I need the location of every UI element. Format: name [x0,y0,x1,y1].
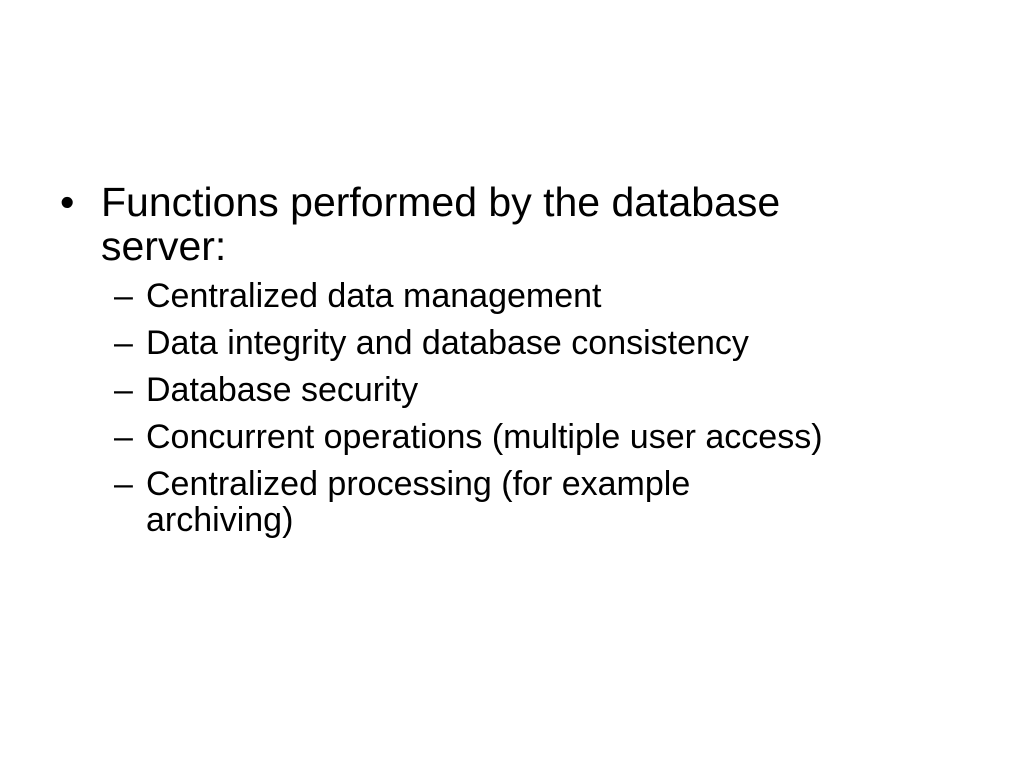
sub-bullet-data-integrity: – Data integrity and database consistenc… [114,325,960,361]
sub-bullet-text: Centralized data management [146,277,602,315]
sub-bullet-text: Data integrity and database consistency [146,324,749,362]
main-bullet: • Functions performed by the database se… [60,180,960,268]
bullet-marker: • [60,179,75,225]
sub-bullet-list: – Centralized data management – Data int… [114,278,960,538]
sub-bullet-centralized-processing: – Centralized processing (for example ar… [114,466,960,538]
dash-marker: – [114,465,133,503]
sub-bullet-text: Concurrent operations (multiple user acc… [146,418,823,456]
dash-marker: – [114,324,133,362]
dash-marker: – [114,418,133,456]
sub-bullet-concurrent-operations: – Concurrent operations (multiple user a… [114,419,960,455]
main-bullet-text: Functions performed by the database serv… [101,179,781,269]
sub-bullet-text: Centralized processing (for example arch… [146,465,691,539]
sub-bullet-text: Database security [146,371,419,409]
dash-marker: – [114,277,133,315]
slide-content: • Functions performed by the database se… [60,180,960,549]
dash-marker: – [114,371,133,409]
sub-bullet-database-security: – Database security [114,372,960,408]
sub-bullet-centralized-data-management: – Centralized data management [114,278,960,314]
